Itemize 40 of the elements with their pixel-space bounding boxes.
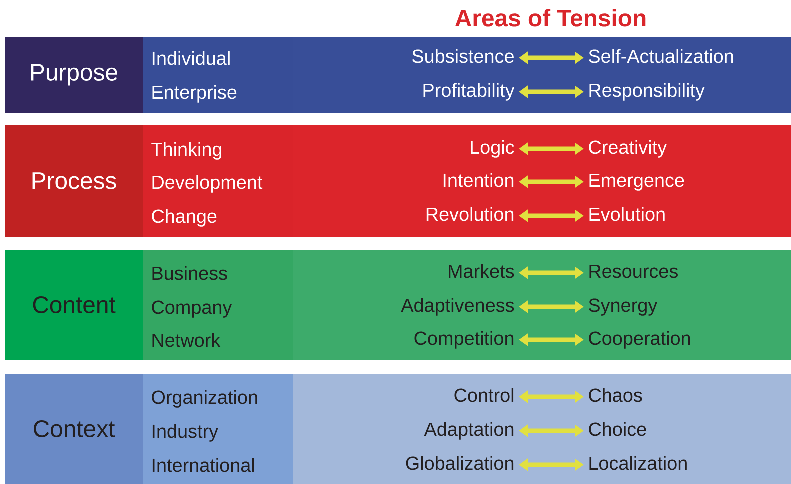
node-label: Enterprise xyxy=(152,85,237,103)
term-label: Responsibility xyxy=(590,83,705,101)
term-label: Control xyxy=(454,388,514,402)
category-cell: Purpose xyxy=(5,37,144,114)
level-cell: Organization Industry International xyxy=(143,374,294,484)
title-text: Areas of Tension xyxy=(456,9,646,27)
term-label: Emergence xyxy=(590,174,684,191)
term-label: Cooperation xyxy=(589,331,690,349)
term-label: Adaptiveness xyxy=(401,298,514,316)
level-cell: Business Company Network xyxy=(143,250,294,360)
term-label: Localization xyxy=(590,456,687,470)
term-label: Subsistence xyxy=(412,49,514,64)
category-cell: Context xyxy=(5,374,144,484)
tension-panel xyxy=(293,125,791,238)
term-label: Creativity xyxy=(589,140,668,158)
term-label: Adaptation xyxy=(424,422,514,440)
tension-panel xyxy=(293,37,791,114)
level-cell: Thinking Development Change xyxy=(143,125,294,238)
term-label: Self-Actualization xyxy=(589,49,734,64)
term-label: Choice xyxy=(589,422,646,436)
node-label: Change xyxy=(152,209,217,227)
term-label: Revolution xyxy=(426,207,514,222)
node-label: Thinking xyxy=(152,142,222,160)
level-cell: Individual Enterprise xyxy=(143,37,294,114)
term-label: Markets xyxy=(449,264,514,278)
category-cell: Process xyxy=(5,125,144,238)
term-label: Evolution xyxy=(590,207,665,222)
category-cell: Content xyxy=(5,250,144,360)
term-label: Profitability xyxy=(424,83,515,101)
node-label: Development xyxy=(152,175,263,193)
term-label: Intention xyxy=(444,173,514,188)
tension-panel xyxy=(293,250,791,360)
term-label: Globalization xyxy=(406,456,514,470)
term-label: Competition xyxy=(414,331,514,349)
term-label: Logic xyxy=(471,140,514,158)
tension-panel xyxy=(293,374,791,484)
term-label: Resources xyxy=(590,264,678,278)
node-label: Individual xyxy=(152,51,230,66)
term-label: Chaos xyxy=(589,388,642,402)
term-label: Synergy xyxy=(589,298,658,316)
